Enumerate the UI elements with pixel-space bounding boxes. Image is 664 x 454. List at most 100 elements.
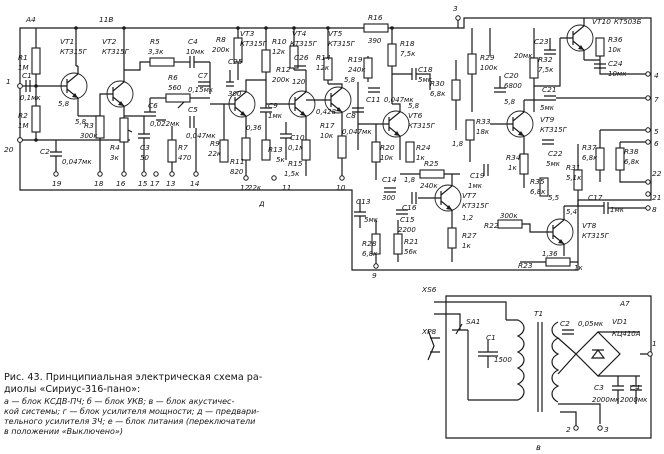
- vt10-type: КТ503Б: [614, 18, 642, 26]
- c8-label: C8: [346, 111, 356, 120]
- resistor-r8: [233, 37, 243, 63]
- vd1-label: VD1: [612, 317, 627, 326]
- c9-label: C9: [268, 101, 278, 110]
- terminal-5: [645, 127, 651, 133]
- capacitor-c19: [483, 164, 489, 176]
- r28-value: 6,8к: [362, 250, 378, 258]
- capacitor-c14: [384, 187, 396, 193]
- resistor-r22: [497, 219, 523, 229]
- diode-bridge-vd1: [557, 331, 640, 377]
- r24-value: 1к: [416, 154, 425, 162]
- c1-label: C1: [22, 71, 32, 80]
- vt6-type: КТ315Г: [408, 122, 436, 130]
- voltage-vt9: 5,8: [504, 98, 516, 106]
- capacitor-c4: [189, 56, 210, 68]
- c25-value: 300: [228, 90, 242, 98]
- capacitor-c2-power: [562, 329, 574, 335]
- capacitor-c16: [411, 192, 417, 204]
- c25-label: C25: [228, 57, 243, 66]
- resistor-r25: [419, 169, 445, 179]
- r33-label: R33: [476, 117, 491, 126]
- capacitor-c20: [494, 76, 506, 93]
- terminal-13: [169, 171, 175, 177]
- r38-value: 6,8к: [624, 158, 640, 166]
- capacitor-c5: [189, 116, 195, 128]
- power-terminal-3-label: 3: [604, 425, 609, 434]
- r22-value: 300к: [500, 212, 518, 220]
- terminal-3: [455, 15, 461, 21]
- voltage-vt9-base: 1,8: [452, 140, 464, 148]
- terminal-1: [17, 83, 23, 89]
- r7-value: 470: [178, 154, 192, 162]
- power-sub-letter: в: [536, 442, 541, 452]
- r15-label: R15: [288, 159, 303, 168]
- c17-label: C17: [588, 193, 603, 202]
- r13-label: R13: [268, 145, 283, 154]
- c2-value: 0,047мк: [62, 158, 92, 166]
- terminal-16: [121, 171, 127, 177]
- terminal-19: [53, 171, 59, 177]
- c11-label: C11: [366, 95, 381, 104]
- c11-value: 0,047мк: [384, 96, 414, 104]
- c24-label: C24: [608, 59, 623, 68]
- r36-label: R36: [608, 35, 623, 44]
- power-terminal-3: [597, 425, 603, 431]
- c20-label: C20: [504, 71, 519, 80]
- caption-line-6: в положении «Выключено»): [4, 427, 123, 436]
- terminal-20: [17, 137, 23, 143]
- resistor-r17: [337, 135, 347, 159]
- terminal-22-label: 22: [652, 169, 662, 178]
- voltage-vt8-collector: 5,4: [566, 208, 577, 216]
- resistor-r18: [387, 43, 397, 67]
- r9-value: 22к: [208, 150, 222, 158]
- caption-line-2: диолы «Сириус-316-пано»:: [4, 384, 140, 395]
- r34-label: R34: [506, 153, 521, 162]
- terminal-9-label: 9: [372, 271, 377, 280]
- terminal-9: [373, 263, 379, 269]
- r24-label: R24: [416, 143, 431, 152]
- r16-value: 390: [368, 37, 382, 45]
- c14-label: C14: [382, 175, 397, 184]
- r2-label: R2: [18, 111, 28, 120]
- resistor-r21: [393, 233, 403, 255]
- r17-label: R17: [320, 121, 335, 130]
- vt3-label: VT3: [240, 29, 255, 38]
- transformer-t1: [516, 319, 560, 412]
- r32-label: R32: [538, 55, 553, 64]
- capacitor-c8: [352, 107, 364, 113]
- vt10-label: VT10: [592, 17, 611, 26]
- transistor-vt4: [266, 70, 316, 134]
- resistor-r1: [31, 47, 41, 75]
- transistor-vt9: [490, 100, 534, 150]
- terminal-5-label: 5: [654, 127, 659, 136]
- terminal-17: [153, 171, 159, 177]
- voltage-vt2: 5,8: [75, 118, 87, 126]
- resistor-r35: [539, 177, 549, 197]
- voltage-vt1-emitter: 5,8: [58, 100, 70, 108]
- power-terminal-1: [647, 351, 653, 357]
- resistor-r5: [149, 57, 175, 67]
- vt7-type: КТ315Г: [462, 202, 490, 210]
- voltage-vt6-emitter: 1,8: [404, 176, 416, 184]
- resistor-r27: [447, 227, 457, 249]
- terminal-8-label: 8: [652, 205, 657, 214]
- capacitor-c2: [50, 140, 62, 172]
- r8-value: 200к: [212, 46, 230, 54]
- r23-label: R23: [518, 261, 533, 270]
- r30-label: R30: [430, 79, 445, 88]
- r36-value: 10к: [608, 46, 622, 54]
- terminal-6: [645, 139, 651, 145]
- r29-value: 100к: [480, 64, 498, 72]
- c1b-label: C1: [486, 333, 496, 342]
- capacitor-c1-power: [478, 340, 498, 368]
- transistor-vt10: [560, 18, 594, 60]
- resistor-r15: [301, 139, 311, 161]
- r5-value: 3,3к: [148, 48, 164, 56]
- c7-value: 0,15мк: [188, 86, 214, 94]
- voltage-vt8: 1,36: [542, 250, 558, 258]
- terminal-7-label: 7: [654, 95, 659, 104]
- voltage-vt5-collector: 5,8: [344, 76, 356, 84]
- block-a7-label: A7: [619, 299, 630, 308]
- transistor-vt6: [358, 103, 410, 160]
